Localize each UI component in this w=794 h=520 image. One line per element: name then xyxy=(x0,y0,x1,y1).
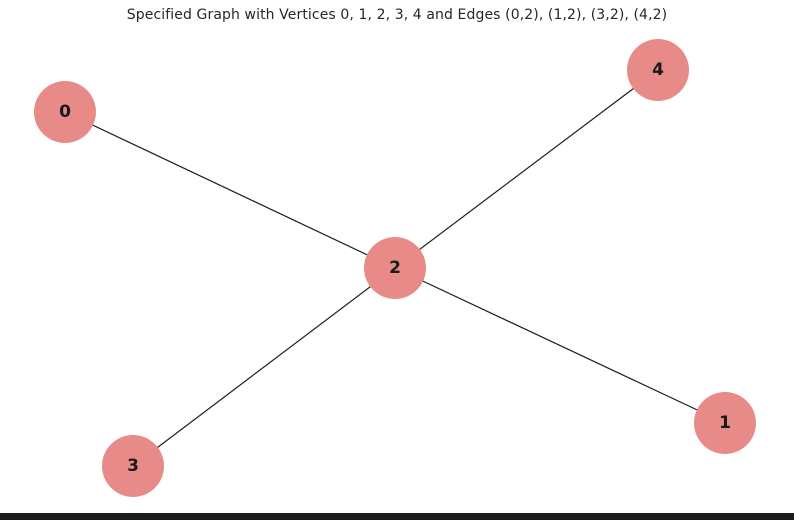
graph-node xyxy=(694,392,756,454)
graph-node-label: 1 xyxy=(719,413,731,433)
graph-edge xyxy=(132,267,396,467)
graph-node-label: 4 xyxy=(652,60,664,80)
graph-node-label: 2 xyxy=(389,258,401,278)
graph-edge xyxy=(394,267,726,424)
graph-edge xyxy=(394,69,659,269)
graph-node xyxy=(364,237,426,299)
graph-node-label: 0 xyxy=(59,102,71,122)
graph-node xyxy=(102,435,164,497)
bottom-border-bar xyxy=(0,513,794,520)
graph-node xyxy=(627,39,689,101)
figure-title: Specified Graph with Vertices 0, 1, 2, 3… xyxy=(126,7,668,23)
graph-node xyxy=(34,81,96,143)
graph-edge xyxy=(64,111,396,269)
graph-node-label: 3 xyxy=(127,456,139,476)
